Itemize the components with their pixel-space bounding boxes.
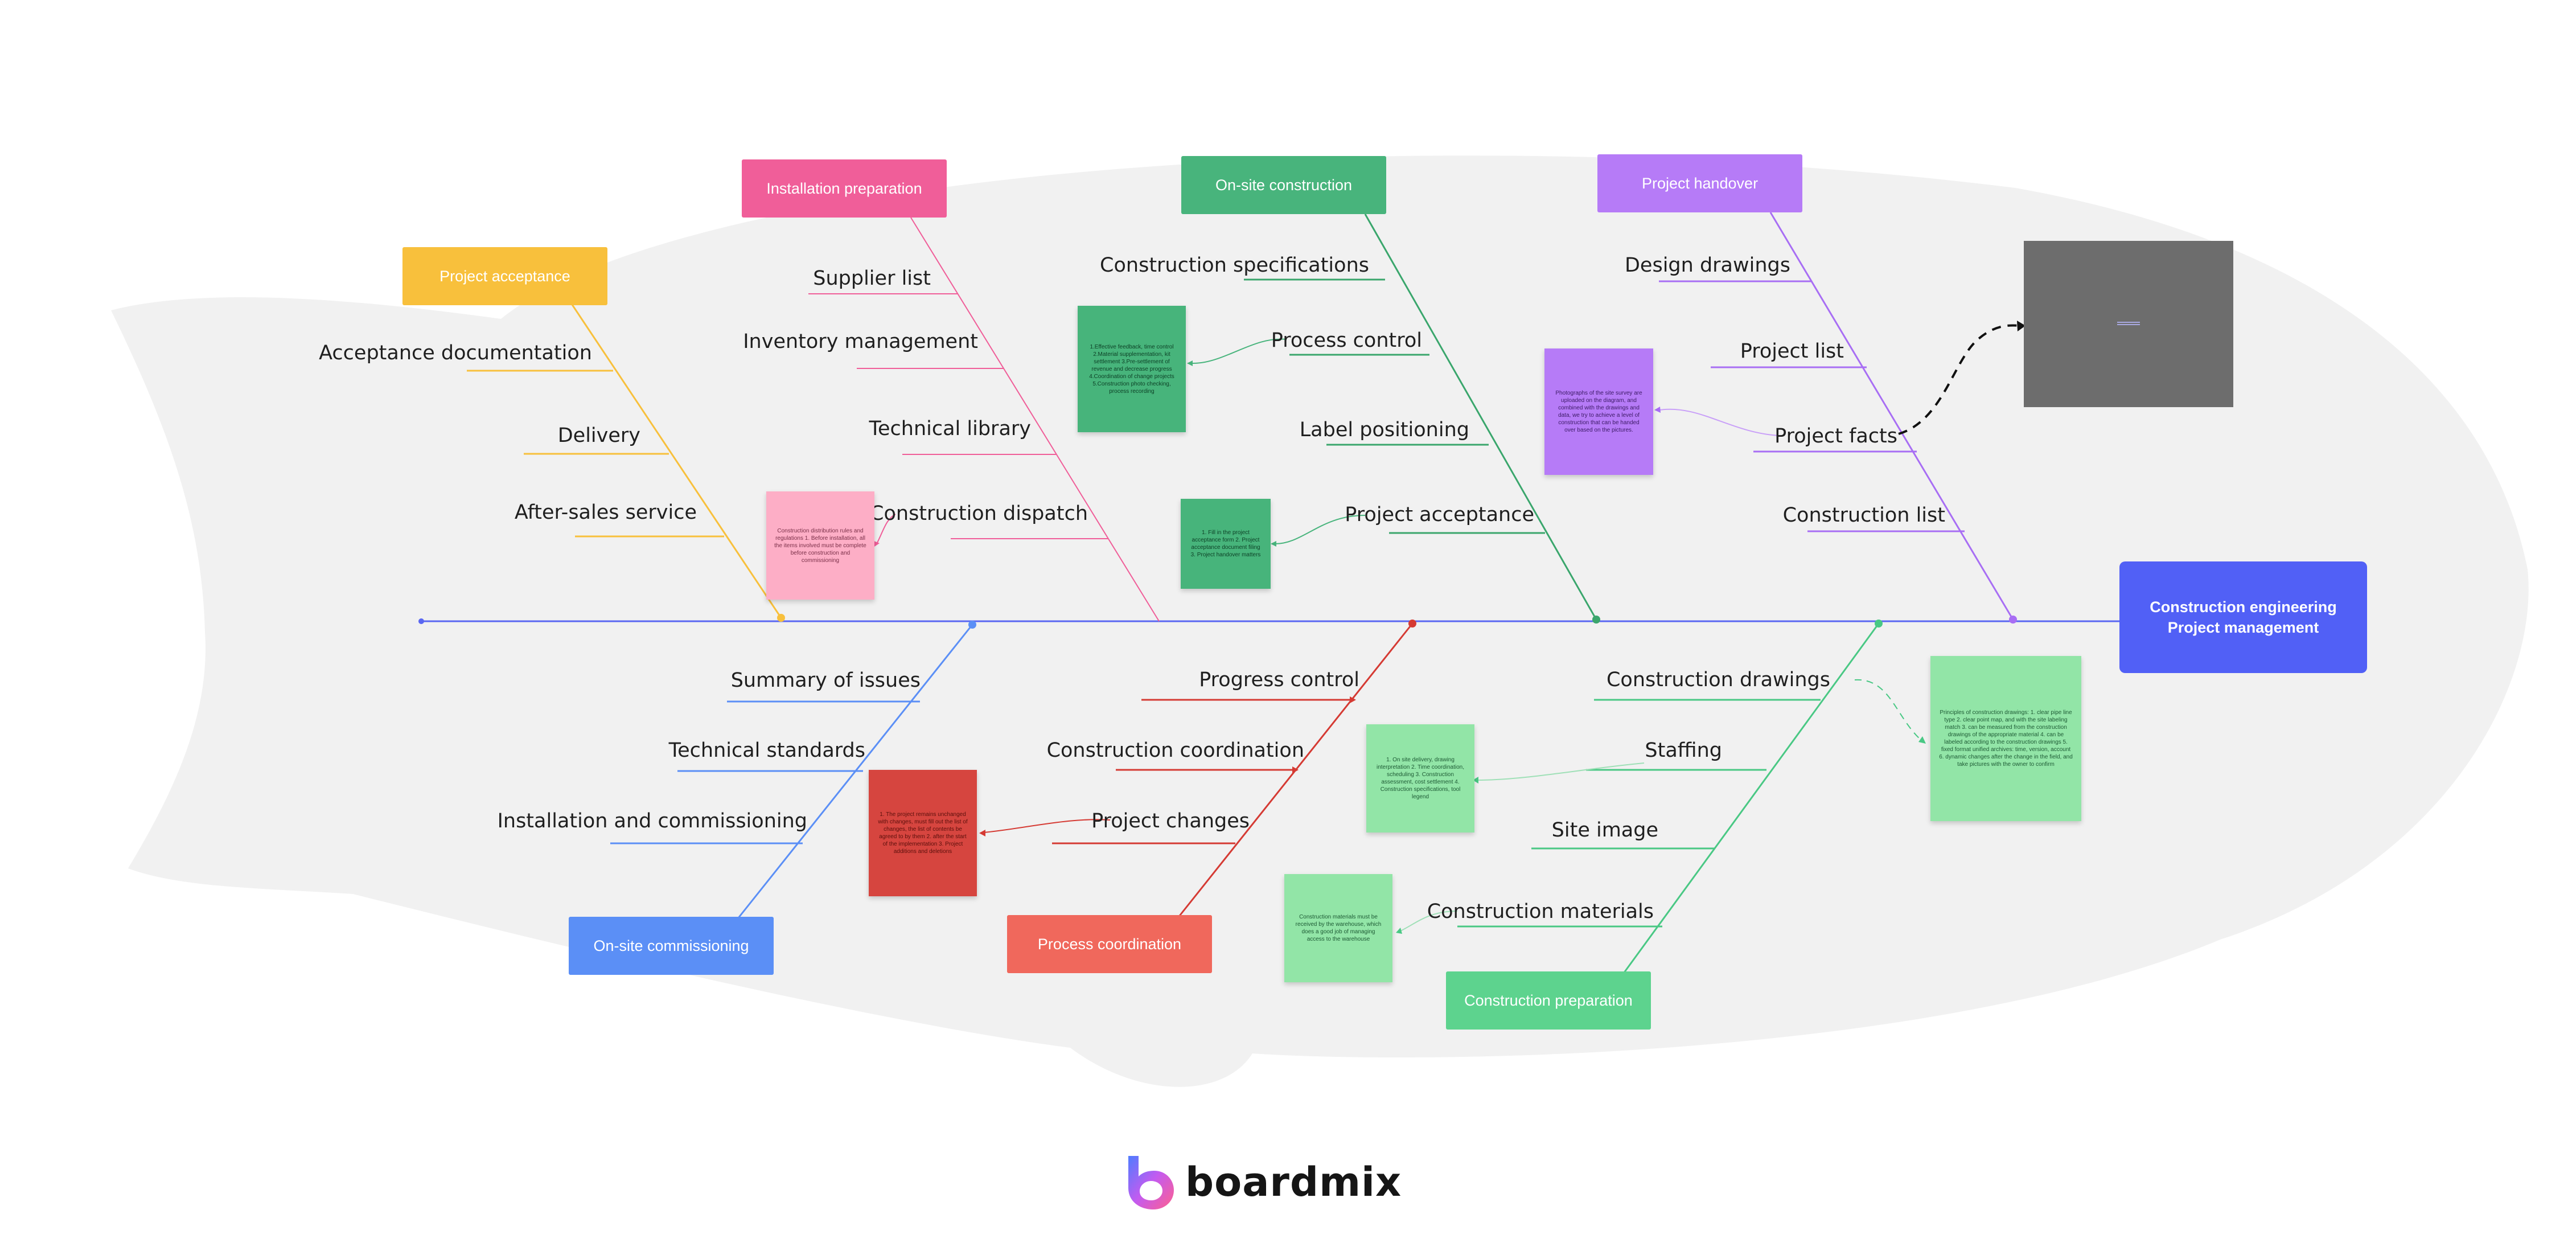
cause-label-positioning[interactable]: Label positioning — [1299, 419, 1469, 441]
head-title-line1: Construction engineering — [2150, 598, 2337, 616]
cause-summary-of-issues[interactable]: Summary of issues — [730, 669, 921, 692]
spine-tail-dot — [418, 618, 424, 624]
note-construction-coordination[interactable]: 1. On site delivery, drawing interpretat… — [1366, 724, 1474, 833]
cause-inventory-management[interactable]: Inventory management — [743, 330, 978, 353]
bone-dot-green — [1592, 616, 1600, 624]
cause-construction-materials[interactable]: Construction materials — [1427, 900, 1654, 923]
bone-construction-preparation — [1457, 623, 1880, 975]
note-project-acceptance[interactable]: 1. Fill in the project acceptance form 2… — [1181, 499, 1271, 589]
note-construction-dispatch[interactable]: Construction distribution rules and regu… — [766, 491, 874, 600]
cause-acceptance-documentation[interactable]: Acceptance documentation — [319, 342, 592, 364]
connector-coordination-note — [1477, 762, 1645, 781]
cause-project-acceptance[interactable]: Project acceptance — [1345, 503, 1534, 526]
note-construction-materials[interactable]: Construction materials must be received … — [1284, 874, 1392, 982]
cause-progress-control[interactable]: Progress control — [1199, 669, 1359, 691]
brand-name: boardmix — [1185, 1159, 1402, 1205]
bone-project-acceptance — [467, 304, 782, 618]
cause-construction-coordination[interactable]: Construction coordination — [1046, 739, 1304, 762]
head-title-line2: Project management — [2167, 619, 2319, 636]
note-project-changes[interactable]: 1. The project remains unchanged with ch… — [869, 770, 977, 896]
cause-construction-specifications[interactable]: Construction specifications — [1100, 254, 1369, 277]
cause-technical-library[interactable]: Technical library — [869, 417, 1031, 440]
note-construction-drawings[interactable]: Principles of construction drawings: 1. … — [1930, 656, 2081, 821]
category-on-site-construction[interactable]: On-site construction — [1181, 156, 1386, 214]
boardmix-b-logo-icon — [1128, 1156, 1174, 1209]
note-process-control[interactable]: 1.Effective feedback, time control 2.Mat… — [1078, 306, 1186, 432]
connector-changes-note — [983, 819, 1111, 833]
cause-construction-dispatch[interactable]: Construction dispatch — [870, 502, 1088, 525]
connector-facts-note — [1659, 408, 1780, 436]
category-project-handover[interactable]: Project handover — [1597, 154, 1802, 212]
cause-supplier-list[interactable]: Supplier list — [813, 267, 931, 290]
cause-delivery[interactable]: Delivery — [557, 424, 640, 447]
category-project-acceptance[interactable]: Project acceptance — [402, 247, 607, 305]
bone-project-handover — [1659, 212, 2014, 620]
brand-logo: boardmix — [1126, 1154, 1402, 1211]
bone-dot-purple — [2009, 616, 2017, 624]
cause-technical-standards[interactable]: Technical standards — [668, 739, 865, 762]
category-installation-preparation[interactable]: Installation preparation — [742, 159, 947, 218]
cause-construction-drawings[interactable]: Construction drawings — [1606, 669, 1830, 691]
cause-installation-and-commissioning[interactable]: Installation and commissioning — [497, 810, 807, 833]
connector-dispatch-note — [876, 514, 896, 544]
connector-materials-note — [1400, 911, 1458, 932]
cause-construction-list[interactable]: Construction list — [1782, 504, 1945, 527]
picture-thumbnail-icon — [2117, 322, 2140, 326]
cause-after-sales-service[interactable]: After-sales service — [514, 501, 697, 524]
note-project-facts[interactable]: Photographs of the site survey are uploa… — [1544, 348, 1653, 475]
cause-staffing[interactable]: Staffing — [1645, 739, 1722, 762]
cause-project-facts[interactable]: Project facts — [1774, 425, 1897, 448]
category-construction-preparation[interactable]: Construction preparation — [1446, 971, 1651, 1030]
bone-dot-blue — [968, 621, 976, 629]
cause-site-image[interactable]: Site image — [1551, 819, 1658, 842]
bone-installation-preparation — [808, 217, 1160, 622]
category-process-coordination[interactable]: Process coordination — [1007, 915, 1212, 973]
cause-project-list[interactable]: Project list — [1740, 340, 1844, 363]
fish-head-problem[interactable]: Construction engineering Project managem… — [2119, 561, 2367, 673]
bone-on-site-construction — [1244, 214, 1597, 620]
category-on-site-commissioning[interactable]: On-site commissioning — [569, 917, 774, 975]
bone-dot-red — [1408, 620, 1416, 628]
bone-dot-yellow — [777, 614, 785, 622]
bone-dot-light-green — [1875, 620, 1883, 628]
cause-process-control[interactable]: Process control — [1271, 329, 1422, 352]
embedded-picture-frame[interactable] — [2024, 241, 2233, 407]
bone-on-site-commissioning — [610, 624, 973, 918]
connector-acceptance-note — [1275, 515, 1366, 544]
cause-design-drawings[interactable]: Design drawings — [1624, 254, 1790, 277]
connector-process-control-note — [1190, 338, 1287, 364]
cause-project-changes[interactable]: Project changes — [1091, 810, 1250, 833]
